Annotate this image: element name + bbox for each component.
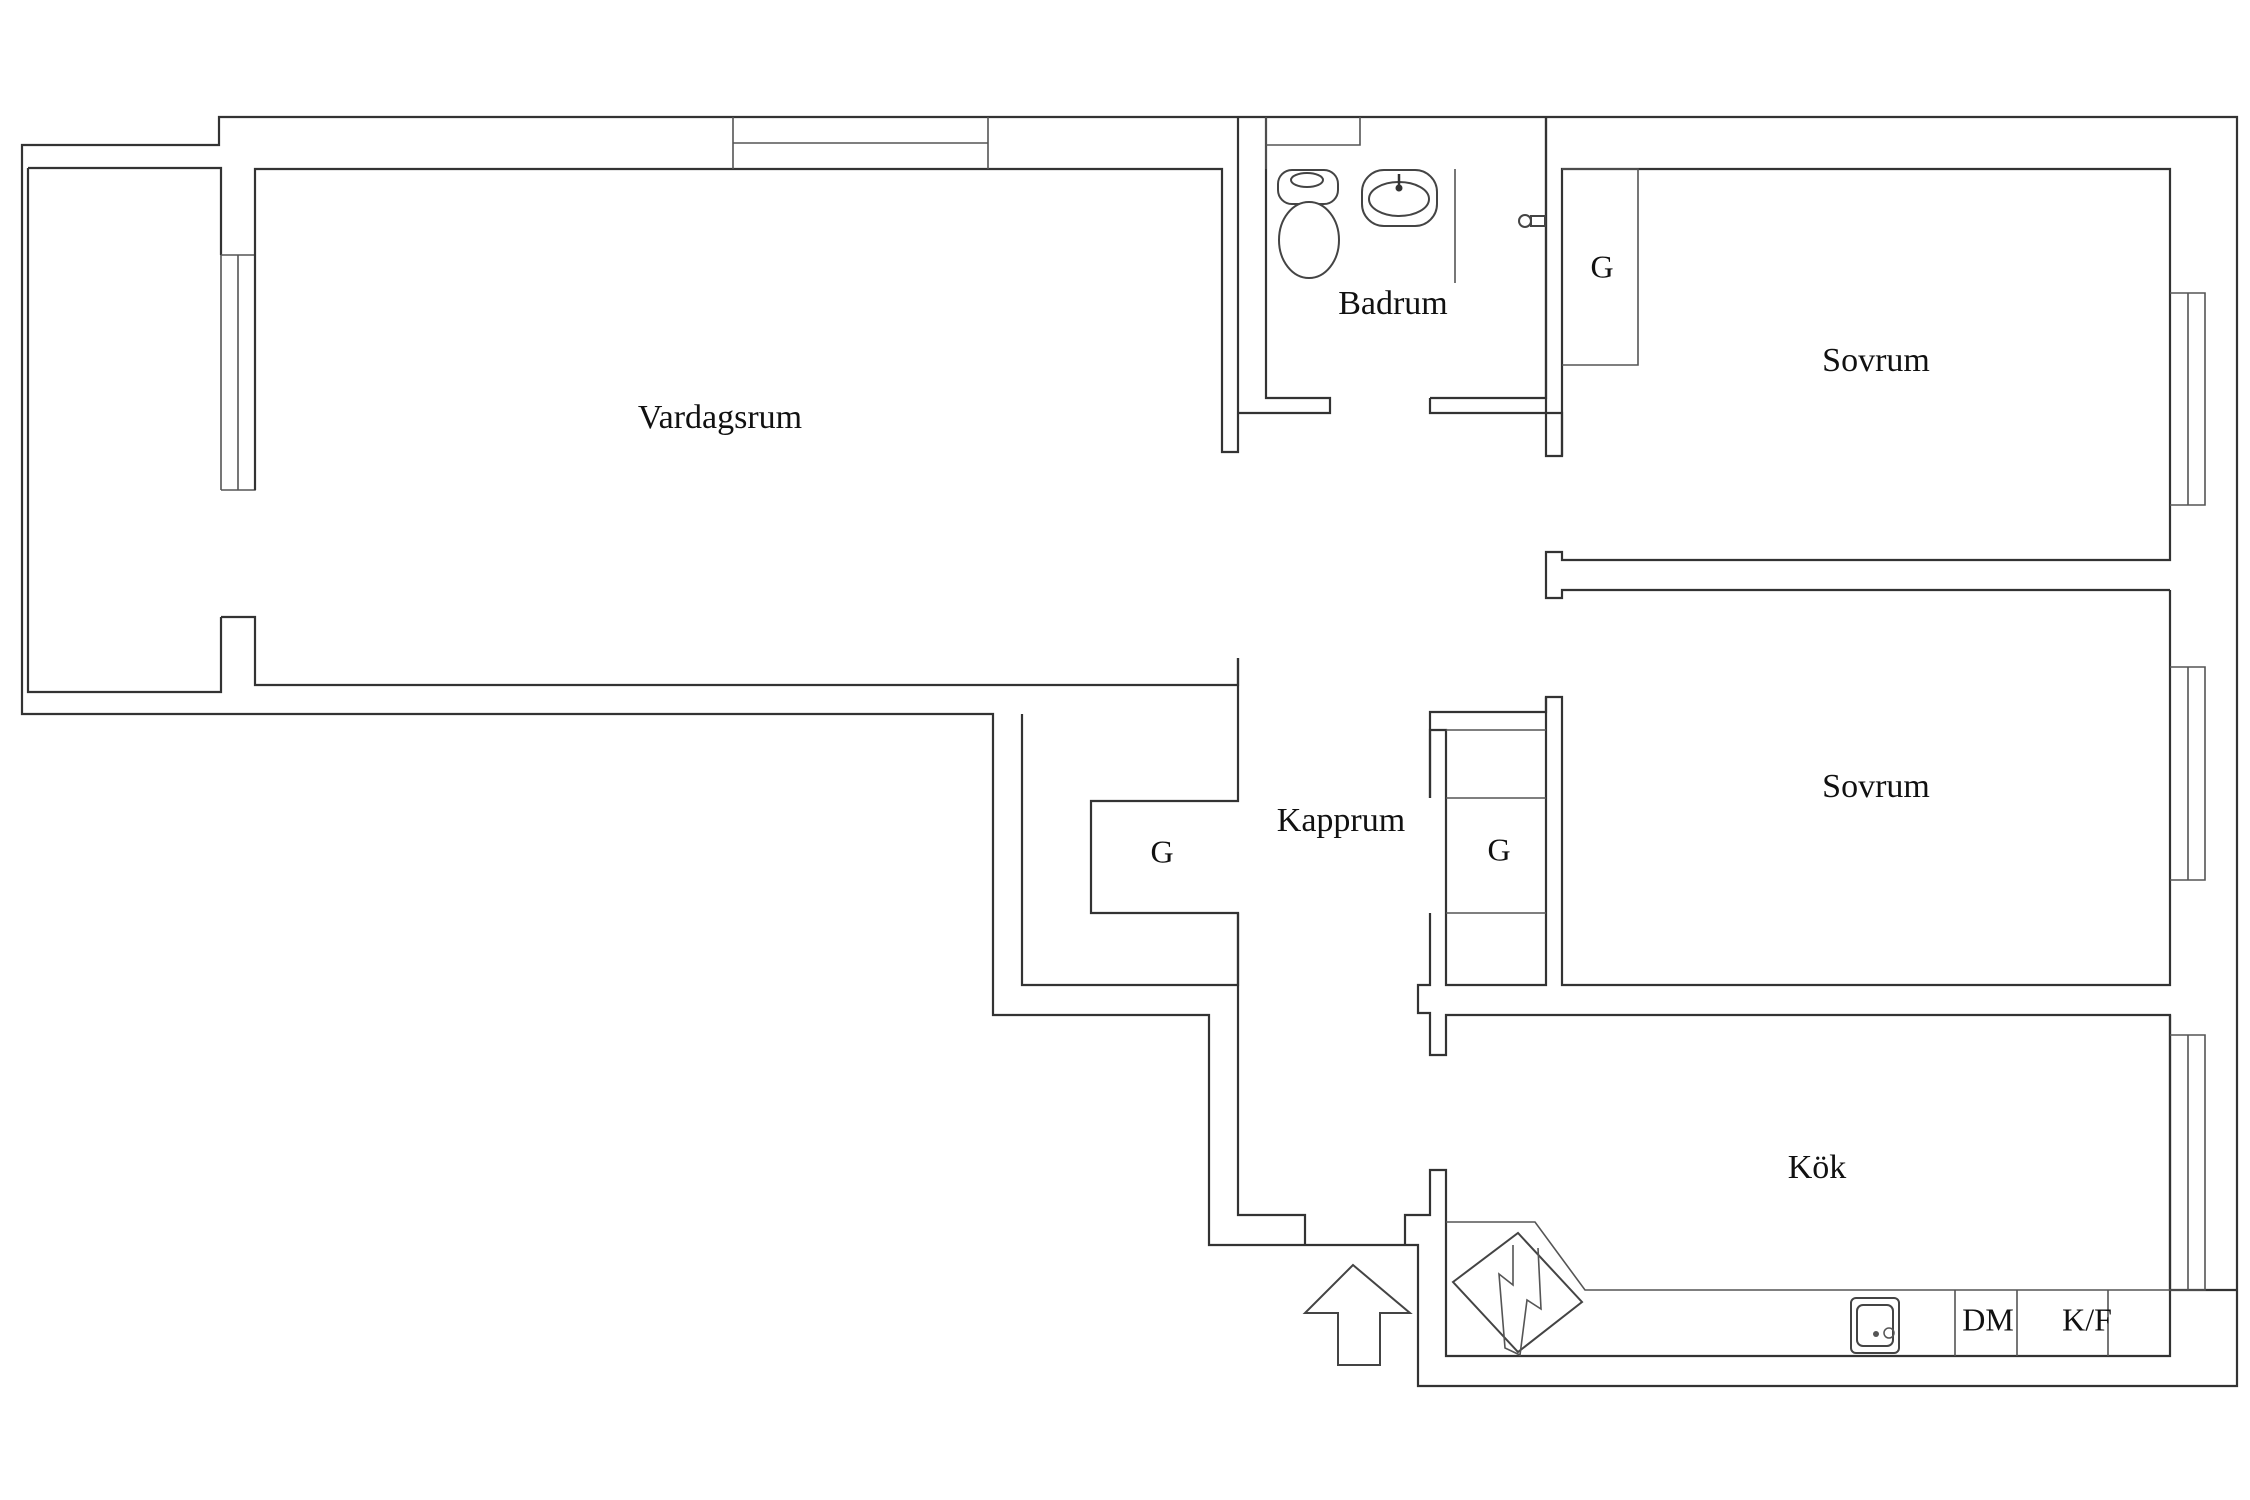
shower-icon: [1518, 214, 1546, 228]
outer-wall: [20, 115, 2239, 1388]
room-label-bedroom-2: Sovrum: [1822, 768, 1930, 805]
appliance-label-dishwasher: DM: [1962, 1301, 2014, 1337]
bathroom-walls: [1236, 117, 1564, 458]
washbasin-icon: [1361, 169, 1438, 227]
closet-label-bedroom: G: [1590, 248, 1613, 284]
entrance-arrow-icon: [1302, 1263, 1413, 1366]
room-label-hall: Kapprum: [1277, 802, 1405, 839]
appliance-label-fridge-freezer: K/F: [2062, 1301, 2112, 1337]
bedroom-2-walls: [1428, 590, 2206, 987]
living-room-walls: [253, 117, 1240, 490]
kitchen-walls: [1403, 1015, 2206, 1358]
closet-label-hall-right: G: [1487, 831, 1510, 867]
closet-label-hall-left: G: [1150, 833, 1173, 869]
room-label-living: Vardagsrum: [638, 399, 802, 436]
balcony: [26, 166, 1240, 694]
room-label-bedroom-1: Sovrum: [1822, 342, 1930, 379]
hall-walls: [1020, 658, 2237, 1292]
stove-icon: [1451, 1231, 1584, 1357]
toilet-icon: [1277, 169, 1340, 279]
bedroom-1-walls: [1544, 167, 2206, 600]
room-label-kitchen: Kök: [1788, 1149, 1847, 1186]
room-label-bathroom: Badrum: [1338, 285, 1448, 322]
kitchen-sink-icon: [1850, 1297, 1900, 1354]
